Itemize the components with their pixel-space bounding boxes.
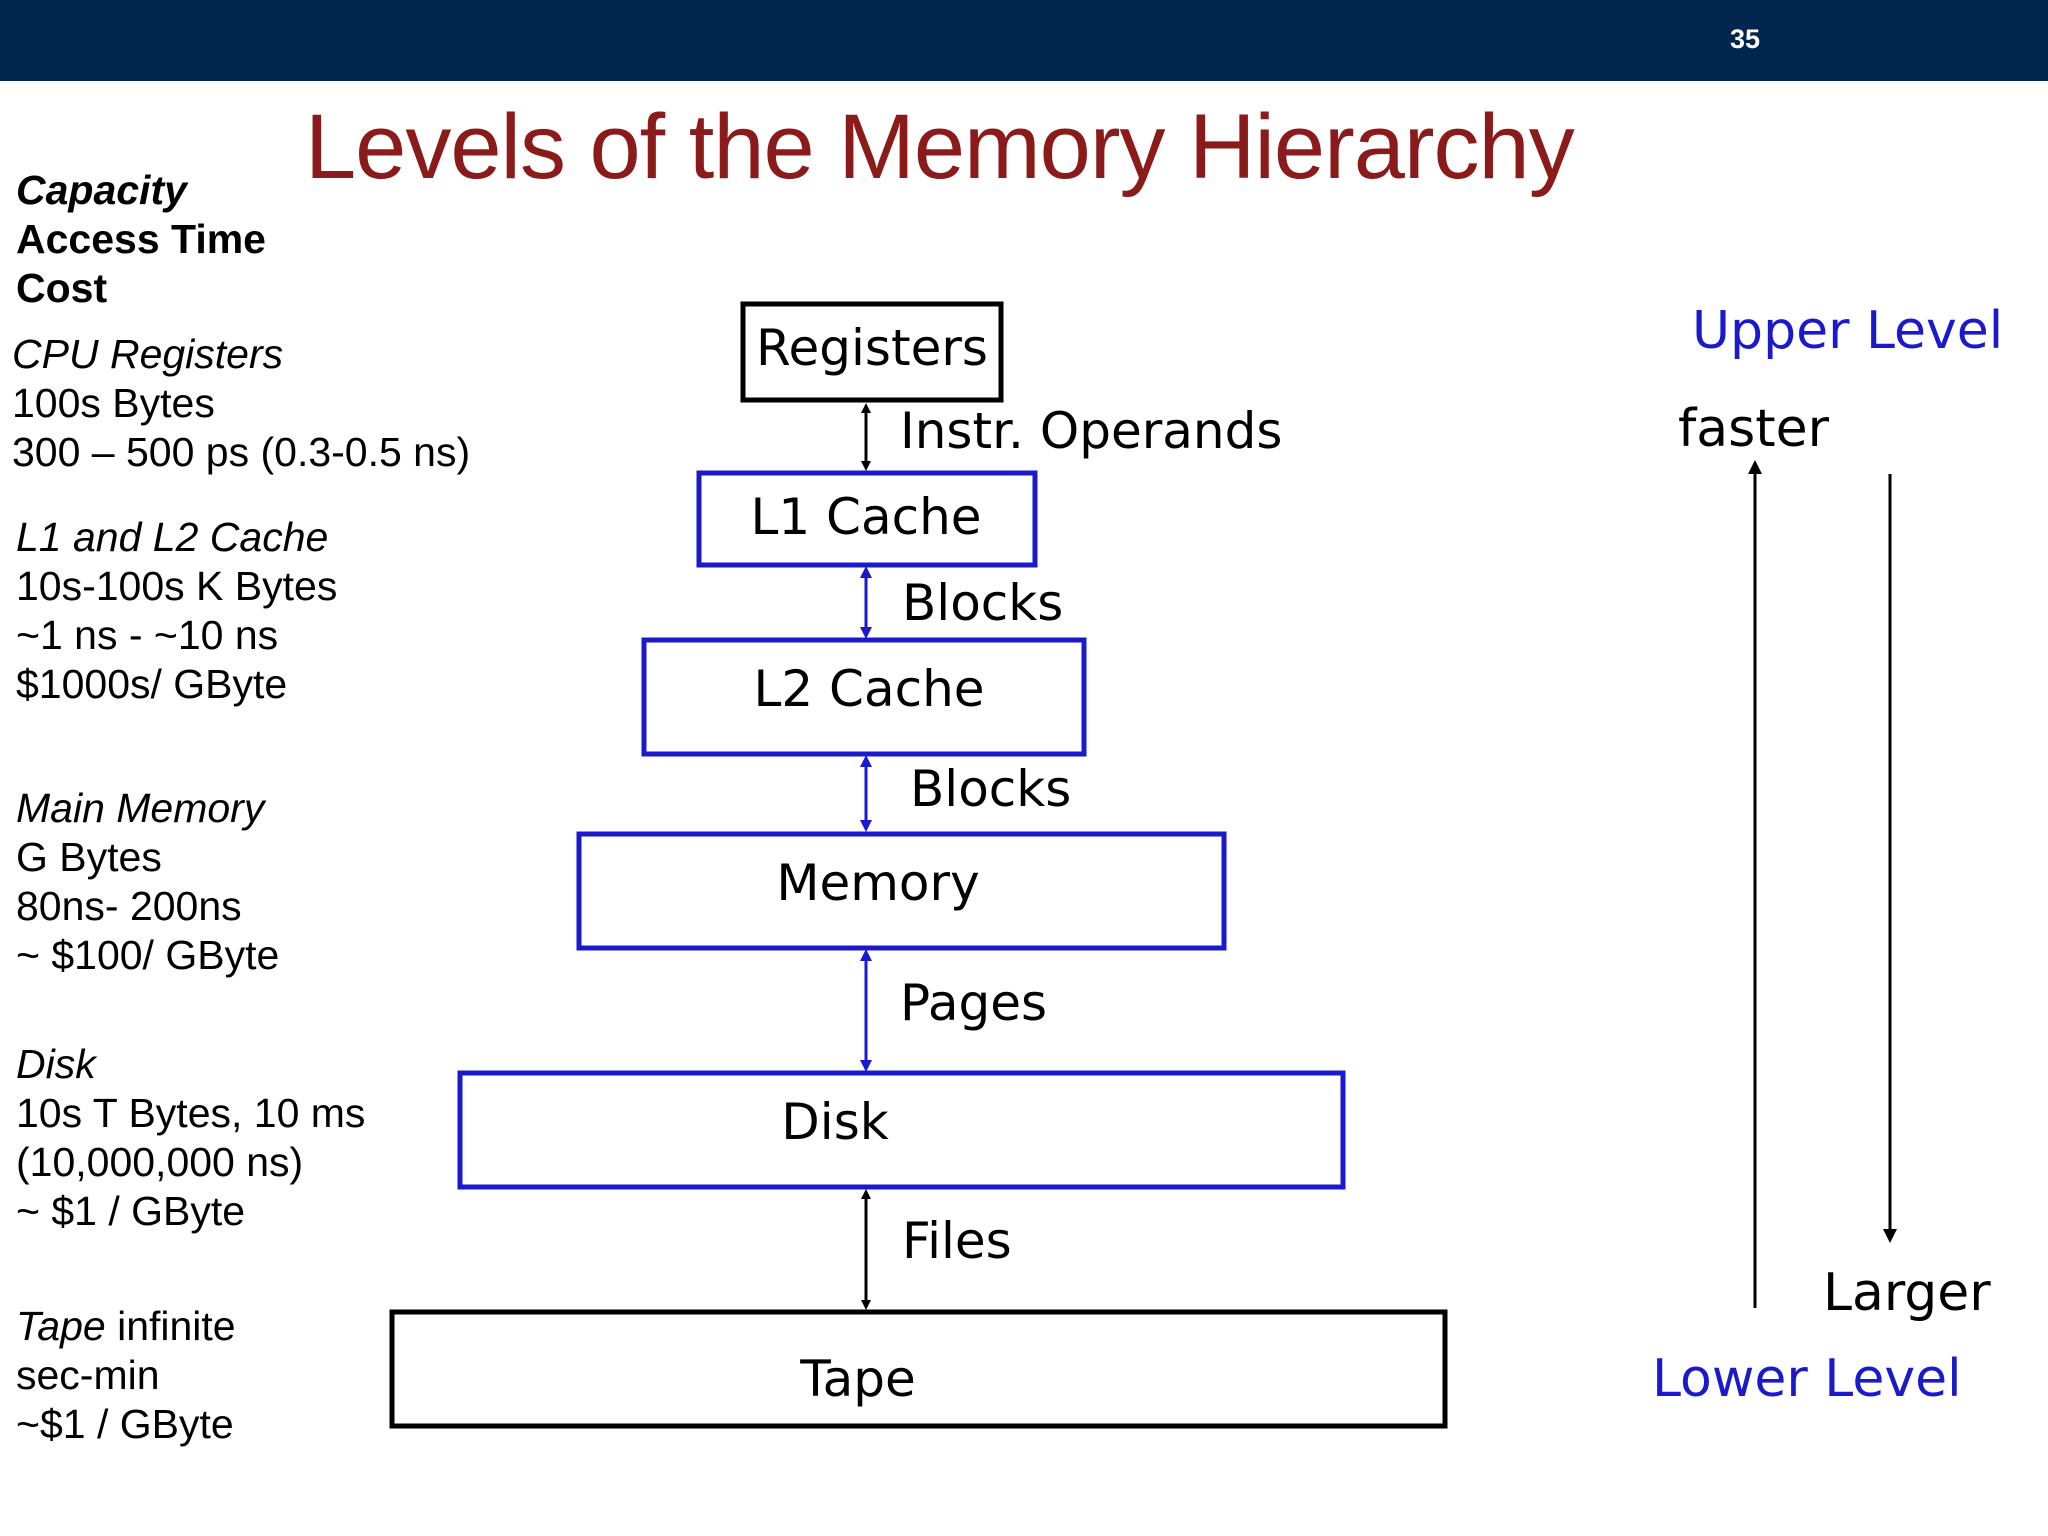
info-registers: CPU Registers 100s Bytes 300 – 500 ps (0… (12, 330, 470, 477)
faster-label: faster (1678, 399, 1830, 459)
legend: Capacity Access Time Cost (16, 166, 266, 313)
legend-capacity: Capacity (16, 167, 187, 213)
registers-box (740, 301, 1004, 403)
info-disk-access-time: (10,000,000 ns) (16, 1139, 304, 1185)
legend-access-time: Access Time (16, 216, 266, 262)
memory-box-label: Memory (776, 854, 979, 912)
info-memory: Main Memory G Bytes 80ns- 200ns ~ $100/ … (16, 784, 279, 980)
info-disk: Disk 10s T Bytes, 10 ms (10,000,000 ns) … (16, 1040, 365, 1236)
info-memory-cost: ~ $100/ GByte (16, 932, 280, 978)
info-registers-capacity: 100s Bytes (12, 380, 215, 426)
info-cache-access-time: ~1 ns - ~10 ns (16, 612, 279, 658)
info-memory-capacity: G Bytes (16, 834, 162, 880)
info-tape-capacity: infinite (105, 1303, 236, 1349)
info-tape-cost: ~$1 / GByte (16, 1401, 234, 1447)
transfer-label-pages: Pages (900, 974, 1047, 1032)
registers-box-label: Registers (756, 319, 988, 377)
info-memory-access-time: 80ns- 200ns (16, 883, 242, 929)
lower-level-label: Lower Level (1652, 1349, 1962, 1409)
legend-cost: Cost (16, 265, 108, 311)
larger-label: Larger (1823, 1263, 1991, 1323)
info-tape-access-time: sec-min (16, 1352, 160, 1398)
info-disk-cost: ~ $1 / GByte (16, 1188, 246, 1234)
info-disk-capacity: 10s T Bytes, 10 ms (16, 1090, 366, 1136)
l2-cache-box-label: L2 Cache (753, 660, 984, 718)
transfer-label-blocks-2: Blocks (910, 760, 1071, 818)
memory-box (576, 831, 1227, 951)
info-cache-capacity: 10s-100s K Bytes (16, 563, 338, 609)
info-memory-name: Main Memory (16, 785, 265, 831)
info-tape: Tape infinite sec-min ~$1 / GByte (16, 1302, 236, 1449)
slide-title: Levels of the Memory Hierarchy (305, 96, 1575, 198)
tape-box (389, 1309, 1448, 1429)
transfer-label-blocks-1: Blocks (902, 574, 1063, 632)
info-cache: L1 and L2 Cache 10s-100s K Bytes ~1 ns -… (16, 513, 337, 709)
tape-box-label: Tape (799, 1350, 915, 1408)
info-registers-name: CPU Registers (12, 331, 284, 377)
l2-cache-box (641, 637, 1087, 757)
disk-box (457, 1070, 1346, 1190)
info-tape-first-line: Tape infinite (16, 1302, 236, 1351)
transfer-label-files: Files (902, 1212, 1012, 1270)
slide-number: 35 (1729, 24, 1761, 54)
info-cache-cost: $1000s/ GByte (16, 661, 288, 707)
info-registers-access-time: 300 – 500 ps (0.3-0.5 ns) (12, 429, 471, 475)
l1-cache-box (696, 470, 1038, 568)
l1-cache-box-label: L1 Cache (750, 488, 981, 546)
info-disk-name: Disk (16, 1041, 96, 1087)
header-bar: 35 (0, 0, 2048, 81)
upper-level-label: Upper Level (1692, 301, 2003, 361)
disk-box-label: Disk (781, 1093, 888, 1151)
info-tape-name: Tape (16, 1303, 106, 1349)
info-cache-name: L1 and L2 Cache (16, 514, 329, 560)
transfer-label-instr-operands: Instr. Operands (900, 402, 1282, 460)
